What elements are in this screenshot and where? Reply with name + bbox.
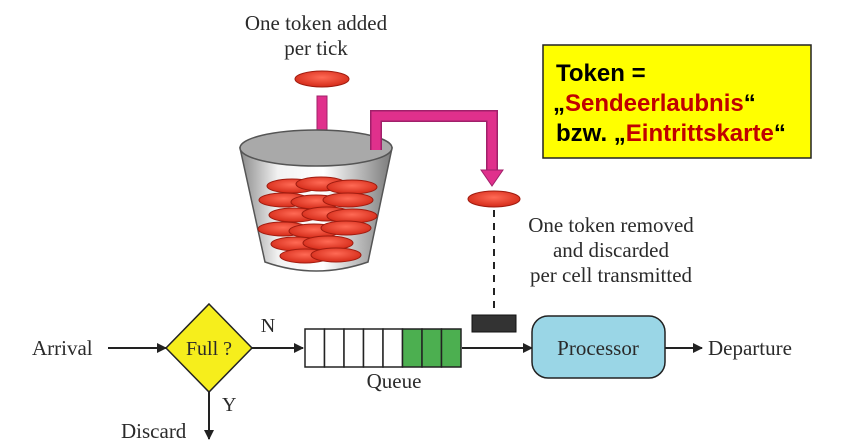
bucket-tokens bbox=[257, 176, 378, 264]
queue-cell bbox=[362, 328, 384, 368]
queue-label: Queue bbox=[367, 369, 422, 393]
y-branch-label: Y bbox=[222, 394, 236, 416]
full-decision-label: Full ? bbox=[186, 338, 232, 360]
token-definition-callout: Token = „Sendeerlaubnis“ bzw. „Eintritts… bbox=[542, 44, 812, 159]
token-bucket bbox=[239, 129, 393, 272]
bucket-token bbox=[322, 192, 374, 208]
token-removed-label-line3: per cell transmitted bbox=[530, 263, 693, 287]
queue bbox=[304, 328, 462, 368]
queue-cell bbox=[343, 328, 365, 368]
processor-label: Processor bbox=[557, 336, 639, 360]
bucket-token bbox=[326, 179, 378, 195]
queue-cell bbox=[382, 328, 404, 368]
removed-token bbox=[467, 190, 521, 208]
callout-line2: „Sendeerlaubnis“ bbox=[553, 90, 756, 117]
arrival-label: Arrival bbox=[32, 336, 93, 360]
token-added-label-line1: One token added bbox=[245, 11, 388, 35]
queue-cell bbox=[440, 328, 462, 368]
queue-cell bbox=[421, 328, 443, 368]
incoming-token bbox=[294, 70, 350, 88]
callout-line1: Token = bbox=[556, 60, 646, 87]
queue-cell bbox=[304, 328, 326, 368]
queue-cell bbox=[323, 328, 345, 368]
token-removed-label-line2: and discarded bbox=[553, 238, 670, 262]
departure-label: Departure bbox=[708, 336, 792, 360]
callout-line3: bzw. „Eintrittskarte“ bbox=[556, 120, 786, 147]
token-gate bbox=[471, 314, 517, 333]
queue-cell bbox=[401, 328, 423, 368]
token-output-pipe bbox=[370, 110, 504, 187]
bucket-token bbox=[310, 247, 362, 263]
token-added-label-line2: per tick bbox=[284, 36, 348, 60]
n-branch-label: N bbox=[261, 315, 275, 337]
discard-label: Discard bbox=[121, 419, 187, 443]
token-removed-label-line1: One token removed bbox=[528, 213, 694, 237]
bucket-token bbox=[320, 220, 372, 236]
